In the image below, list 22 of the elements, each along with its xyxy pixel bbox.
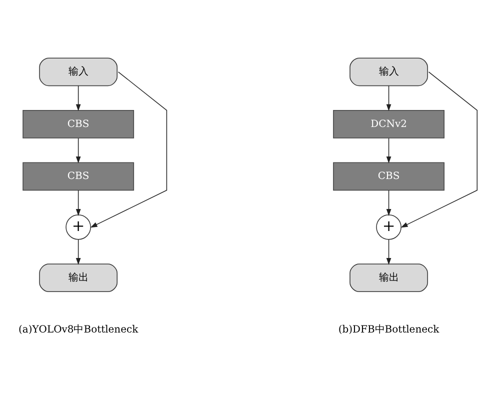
node-circle: +: [376, 214, 402, 240]
node-box: CBS: [22, 162, 134, 190]
node-box: 输入: [39, 57, 118, 86]
arrow: [386, 189, 392, 216]
arrow: [386, 85, 392, 111]
label: (b)DFB中Bottleneck: [338, 324, 440, 336]
node-box: 输入: [350, 57, 428, 86]
arrow: [76, 189, 81, 216]
node-box: CBS: [22, 109, 134, 138]
arrow: [386, 137, 392, 163]
label: (a)YOLOv8中Bottleneck: [18, 324, 138, 336]
node-circle: +: [66, 214, 91, 240]
node-box: CBS: [333, 162, 444, 190]
arrow: [76, 137, 81, 163]
node-box: 输出: [39, 263, 118, 292]
arrow: [76, 238, 81, 264]
arrow: [400, 71, 478, 228]
arrow: [386, 238, 392, 264]
arrow: [76, 85, 81, 111]
node-box: 输出: [350, 263, 428, 292]
arrow: [90, 71, 168, 228]
node-box: DCNv2: [333, 109, 444, 138]
